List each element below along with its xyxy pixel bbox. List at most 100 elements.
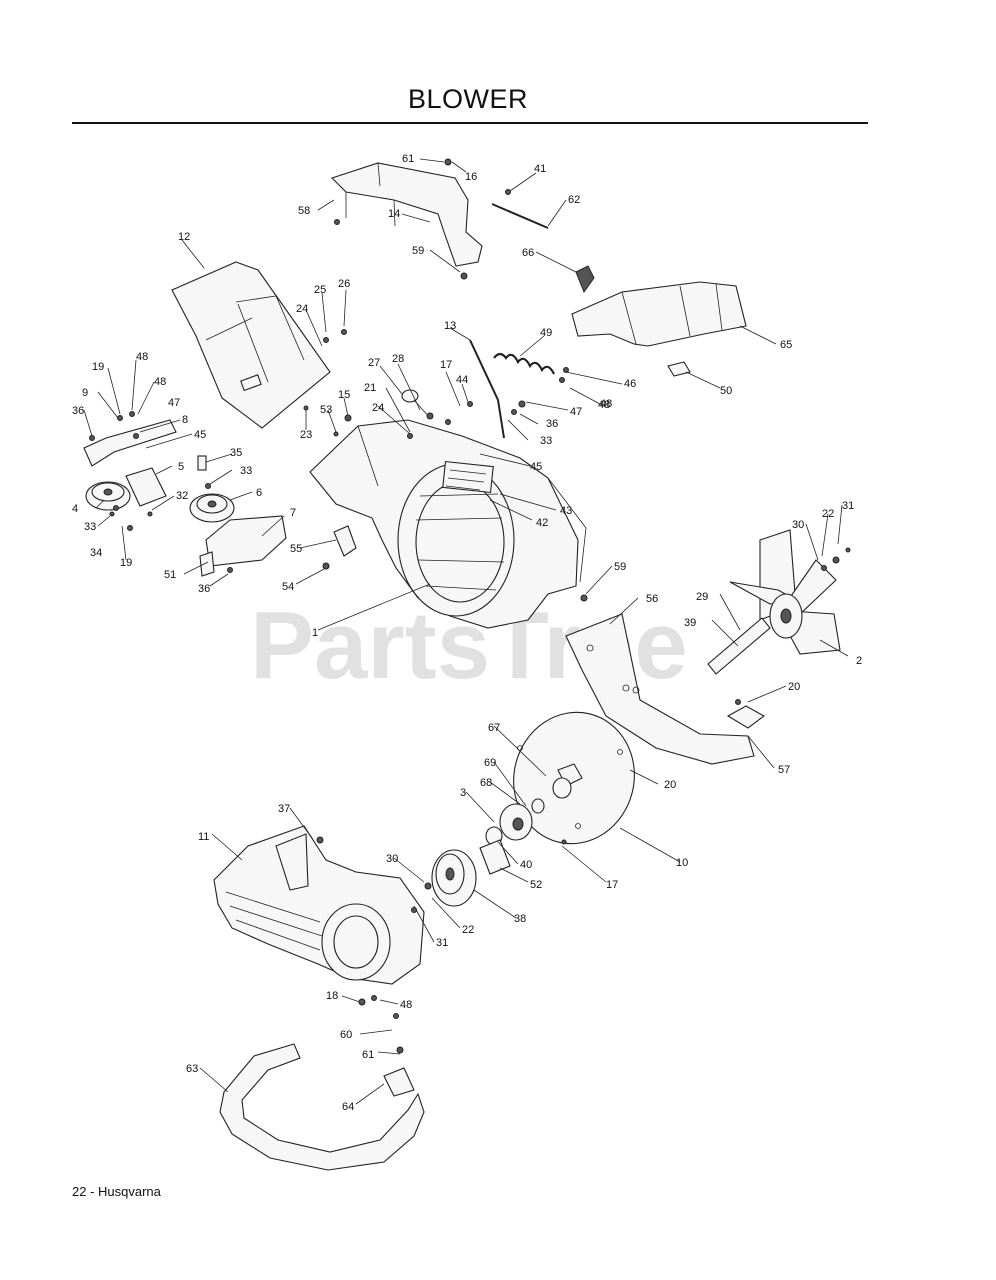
callout-15: 15 [338,389,350,401]
part-hub-assembly[interactable] [485,777,572,846]
callout-5: 5 [178,461,184,473]
part-adjust-rod[interactable] [469,339,505,439]
part-frame-handle[interactable] [219,1043,425,1171]
callout-60: 60 [340,1029,352,1041]
callout-21: 21 [364,382,376,394]
callout-22: 22 [462,924,474,936]
callout-62: 62 [568,194,580,206]
callout-12: 12 [178,231,190,243]
callout-4: 4 [72,503,78,515]
callout-49: 49 [540,327,552,339]
callout-35: 35 [230,447,242,459]
page-title: BLOWER [407,84,529,114]
callout-17: 17 [440,359,452,371]
callout-61: 61 [402,153,414,165]
callout-48: 48 [154,376,166,388]
callout-51: 51 [164,569,176,581]
callout-13: 13 [444,320,456,332]
callout-24: 24 [296,303,308,315]
callout-3: 3 [460,787,466,799]
callout-6: 6 [256,487,262,499]
callout-36: 36 [72,405,84,417]
callout-14: 14 [388,208,400,220]
part-idler-bracket[interactable] [125,467,167,507]
callout-16: 16 [465,171,477,183]
callout-58: 58 [298,205,310,217]
callout-1: 1 [312,627,318,639]
callout-23: 23 [300,429,312,441]
callout-41: 41 [534,163,546,175]
callout-26: 26 [338,278,350,290]
callout-31: 31 [842,500,854,512]
callout-20: 20 [788,681,800,693]
callout-36: 36 [198,583,210,595]
part-pulley-38[interactable] [431,849,477,907]
part-bracket-52[interactable] [479,839,511,875]
callout-52: 52 [530,879,542,891]
callout-69: 69 [484,757,496,769]
callout-labels: 61 16 41 58 14 62 59 66 12 25 26 24 65 1… [72,153,862,1113]
callout-55: 55 [290,543,302,555]
part-latch[interactable] [575,265,595,294]
callout-31: 31 [436,937,448,949]
part-mount-bracket[interactable] [199,515,287,577]
callout-19: 19 [120,557,132,569]
part-belt-cover[interactable] [213,825,425,985]
part-pin[interactable] [197,455,207,471]
callout-44: 44 [456,374,468,386]
callout-33: 33 [540,435,552,447]
callout-61: 61 [362,1049,374,1061]
part-impeller-shaft[interactable] [707,617,771,675]
part-impeller[interactable] [729,529,841,655]
callout-40: 40 [520,859,532,871]
callout-28: 28 [392,353,404,365]
part-small-bracket[interactable] [333,525,357,557]
callout-32: 32 [176,490,188,502]
callout-47: 47 [168,397,180,409]
callout-18: 18 [326,990,338,1002]
callout-19: 19 [92,361,104,373]
callout-39: 39 [684,617,696,629]
callout-57: 57 [778,764,790,776]
part-blower-housing[interactable] [309,419,587,629]
callout-42: 42 [536,517,548,529]
callout-10: 10 [676,857,688,869]
part-discharge-chute[interactable] [171,261,331,429]
callout-17: 17 [606,879,618,891]
part-idler-arm[interactable] [83,419,177,467]
callout-64: 64 [342,1101,354,1113]
part-discharge-handle[interactable] [330,158,483,280]
callout-33: 33 [240,465,252,477]
callout-43: 43 [560,505,572,517]
callout-38: 38 [514,913,526,925]
callout-45: 45 [194,429,206,441]
callout-63: 63 [186,1063,198,1075]
callout-67: 67 [488,722,500,734]
callout-59: 59 [614,561,626,573]
title-rule [72,122,868,124]
callout-33: 33 [84,521,96,533]
part-pulley-4[interactable] [85,481,131,511]
part-control-rod[interactable] [491,189,549,229]
callout-65: 65 [780,339,792,351]
callout-34: 34 [90,547,102,559]
callout-48: 48 [600,398,612,410]
callout-47: 47 [570,406,582,418]
callout-45: 45 [530,461,542,473]
callout-30: 30 [792,519,804,531]
callout-7: 7 [290,507,296,519]
part-small-plate[interactable] [667,361,691,377]
part-chute-deflector[interactable] [571,281,747,347]
callout-50: 50 [720,385,732,397]
callout-36: 36 [546,418,558,430]
callout-22: 22 [822,508,834,520]
callout-11: 11 [198,831,209,843]
part-pulley-6[interactable] [189,493,235,523]
part-housing-strap[interactable] [565,613,766,765]
callout-48: 48 [400,999,412,1011]
callout-8: 8 [182,414,188,426]
part-spring[interactable] [493,352,555,375]
callout-29: 29 [696,591,708,603]
callout-9: 9 [82,387,88,399]
